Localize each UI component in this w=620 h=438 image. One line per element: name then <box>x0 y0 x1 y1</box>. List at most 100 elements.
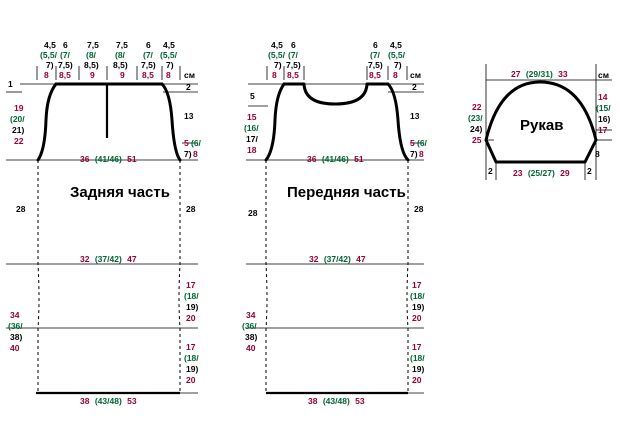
back-top-c1-3: 8 <box>44 70 49 80</box>
front-top-labels: 4,5 (5,5/ 7) 8 6 (7/ 7,5) 8,5 6 (7/ 7,5)… <box>268 40 406 80</box>
front-right-five-3: 8 <box>419 149 424 159</box>
sleeve-left-0: 22 <box>472 102 482 112</box>
back-waist: 32 (37/42) 47 <box>80 254 137 264</box>
back-top-c2-0: 6 <box>63 40 68 50</box>
sleeve-bottom-0: 23 <box>513 168 523 178</box>
front-right-s1-2: 19) <box>412 302 424 312</box>
front-top-c1-0: 4,5 <box>271 40 283 50</box>
front-left-hip-1: (36/ <box>242 321 257 331</box>
back-top-c1-2: 7) <box>46 60 54 70</box>
back-top-c1-1: (5,5/ <box>40 50 58 60</box>
front-waist-2: 47 <box>356 254 366 264</box>
back-hem-2: 53 <box>127 396 137 406</box>
back-right-two: 2 <box>186 82 191 92</box>
back-top-c1-0: 4,5 <box>44 40 56 50</box>
back-top-c4-3: 9 <box>120 70 125 80</box>
front-top-c1-2: 7) <box>274 60 282 70</box>
front-right-thirteen: 13 <box>410 111 420 121</box>
front-right-five-1: (6/ <box>417 138 428 148</box>
back-left-armhole-3: 22 <box>14 136 24 146</box>
back-center-labels: 36 (41/46) 51 Задняя часть 32 (37/42) 47… <box>70 154 170 406</box>
front-right-s2-1: (18/ <box>410 353 425 363</box>
back-left-one: 1 <box>8 79 13 89</box>
sleeve-eight: 8 <box>595 149 600 159</box>
front-hem-1: (43/48) <box>323 396 350 406</box>
front-piece <box>246 66 424 395</box>
back-waist-1: (37/42) <box>95 254 122 264</box>
front-hem: 38 (43/48) 53 <box>308 396 365 406</box>
back-title: Задняя часть <box>70 184 170 201</box>
front-right-s2-2: 19) <box>412 364 424 374</box>
front-waist: 32 (37/42) 47 <box>309 254 366 264</box>
front-right-two: 2 <box>412 82 417 92</box>
back-left-hip-1: (36/ <box>8 321 23 331</box>
back-right-five-0: 5 <box>184 138 189 148</box>
front-left-armhole-0: 15 <box>247 112 257 122</box>
front-top-c2-2: 7,5) <box>286 60 301 70</box>
back-left-armhole-1: (20/ <box>10 114 25 124</box>
sleeve-bottom: 23 (25/27) 29 <box>513 168 570 178</box>
front-left-armhole-2: 17/ <box>246 134 258 144</box>
back-piece <box>6 66 198 395</box>
front-left-armhole-1: (16/ <box>244 123 259 133</box>
back-top-c6-0: 4,5 <box>163 40 175 50</box>
sleeve-right-3: 17 <box>598 125 608 135</box>
back-top-c3-1: (8/ <box>86 50 97 60</box>
back-left-armhole-0: 19 <box>14 103 24 113</box>
sleeve-top-0: 27 <box>511 69 521 79</box>
back-right-s2-2: 19) <box>186 364 198 374</box>
back-waist-2: 47 <box>127 254 137 264</box>
front-chest-2: 51 <box>354 154 364 164</box>
back-top-c3-2: 8,5) <box>84 60 99 70</box>
front-right-five-2: 7) <box>410 149 418 159</box>
front-right-s1-0: 17 <box>412 280 422 290</box>
back-right-labels: см 2 13 5 (6/ 7) 8 28 17 (18/ 19) 20 17 … <box>184 70 202 385</box>
front-top-c5-3: 8,5 <box>369 70 381 80</box>
back-top-c5-2: 7,5) <box>141 60 156 70</box>
back-right-s1-2: 19) <box>186 302 198 312</box>
back-top-c2-2: 7,5) <box>58 60 73 70</box>
sleeve-two-left: 2 <box>488 166 493 176</box>
sleeve-labels: 27 (29/31) 33 см 22 (23/ 24) 25 14 (15/ … <box>468 69 611 178</box>
back-right-thirteen: 13 <box>184 111 194 121</box>
back-chest-2: 51 <box>127 154 137 164</box>
back-top-c6-2: 7) <box>166 60 174 70</box>
back-top-c6-3: 8 <box>166 70 171 80</box>
front-top-c2-1: (7/ <box>288 50 299 60</box>
back-hem-0: 38 <box>80 396 90 406</box>
sleeve-top: 27 (29/31) 33 <box>511 69 568 79</box>
back-top-c6-1: (5,5/ <box>160 50 178 60</box>
sleeve-left-2: 24) <box>470 124 482 134</box>
front-left-hip-2: 38) <box>245 332 257 342</box>
back-right-s1-1: (18/ <box>184 291 199 301</box>
back-top-c5-3: 8,5 <box>142 70 154 80</box>
front-chest-0: 36 <box>307 154 317 164</box>
back-chest-1: (41/46) <box>95 154 122 164</box>
front-top-c2-3: 8,5 <box>287 70 299 80</box>
sleeve-title: Рукав <box>520 117 563 134</box>
back-right-s2-1: (18/ <box>184 353 199 363</box>
front-top-c2-0: 6 <box>291 40 296 50</box>
front-top-c5-2: 7,5) <box>368 60 383 70</box>
back-top-c5-1: (7/ <box>143 50 154 60</box>
back-right-s2-0: 17 <box>186 342 196 352</box>
front-right-s2-0: 17 <box>412 342 422 352</box>
front-right-labels: см 2 13 5 (6/ 7) 8 28 17 (18/ 19) 20 17 … <box>410 70 428 385</box>
front-left-five: 5 <box>250 91 255 101</box>
back-right-five-3: 8 <box>193 149 198 159</box>
back-left-hip-0: 34 <box>10 310 20 320</box>
front-top-c6-0: 4,5 <box>390 40 402 50</box>
front-top-c5-0: 6 <box>373 40 378 50</box>
front-right-s1-3: 20 <box>412 313 422 323</box>
front-title: Передняя часть <box>287 184 406 201</box>
back-left-armhole-2: 21) <box>12 125 24 135</box>
front-waist-0: 32 <box>309 254 319 264</box>
sleeve-right-1: (15/ <box>596 103 611 113</box>
sleeve-two-right: 2 <box>587 166 592 176</box>
front-top-c5-1: (7/ <box>370 50 381 60</box>
front-hem-2: 53 <box>355 396 365 406</box>
back-right-s1-0: 17 <box>186 280 196 290</box>
front-top-c6-3: 8 <box>393 70 398 80</box>
back-top-c5-0: 6 <box>146 40 151 50</box>
back-top-labels: 4,5 (5,5/ 7) 8 6 (7/ 7,5) 8,5 7,5 (8/ 8,… <box>40 40 178 80</box>
